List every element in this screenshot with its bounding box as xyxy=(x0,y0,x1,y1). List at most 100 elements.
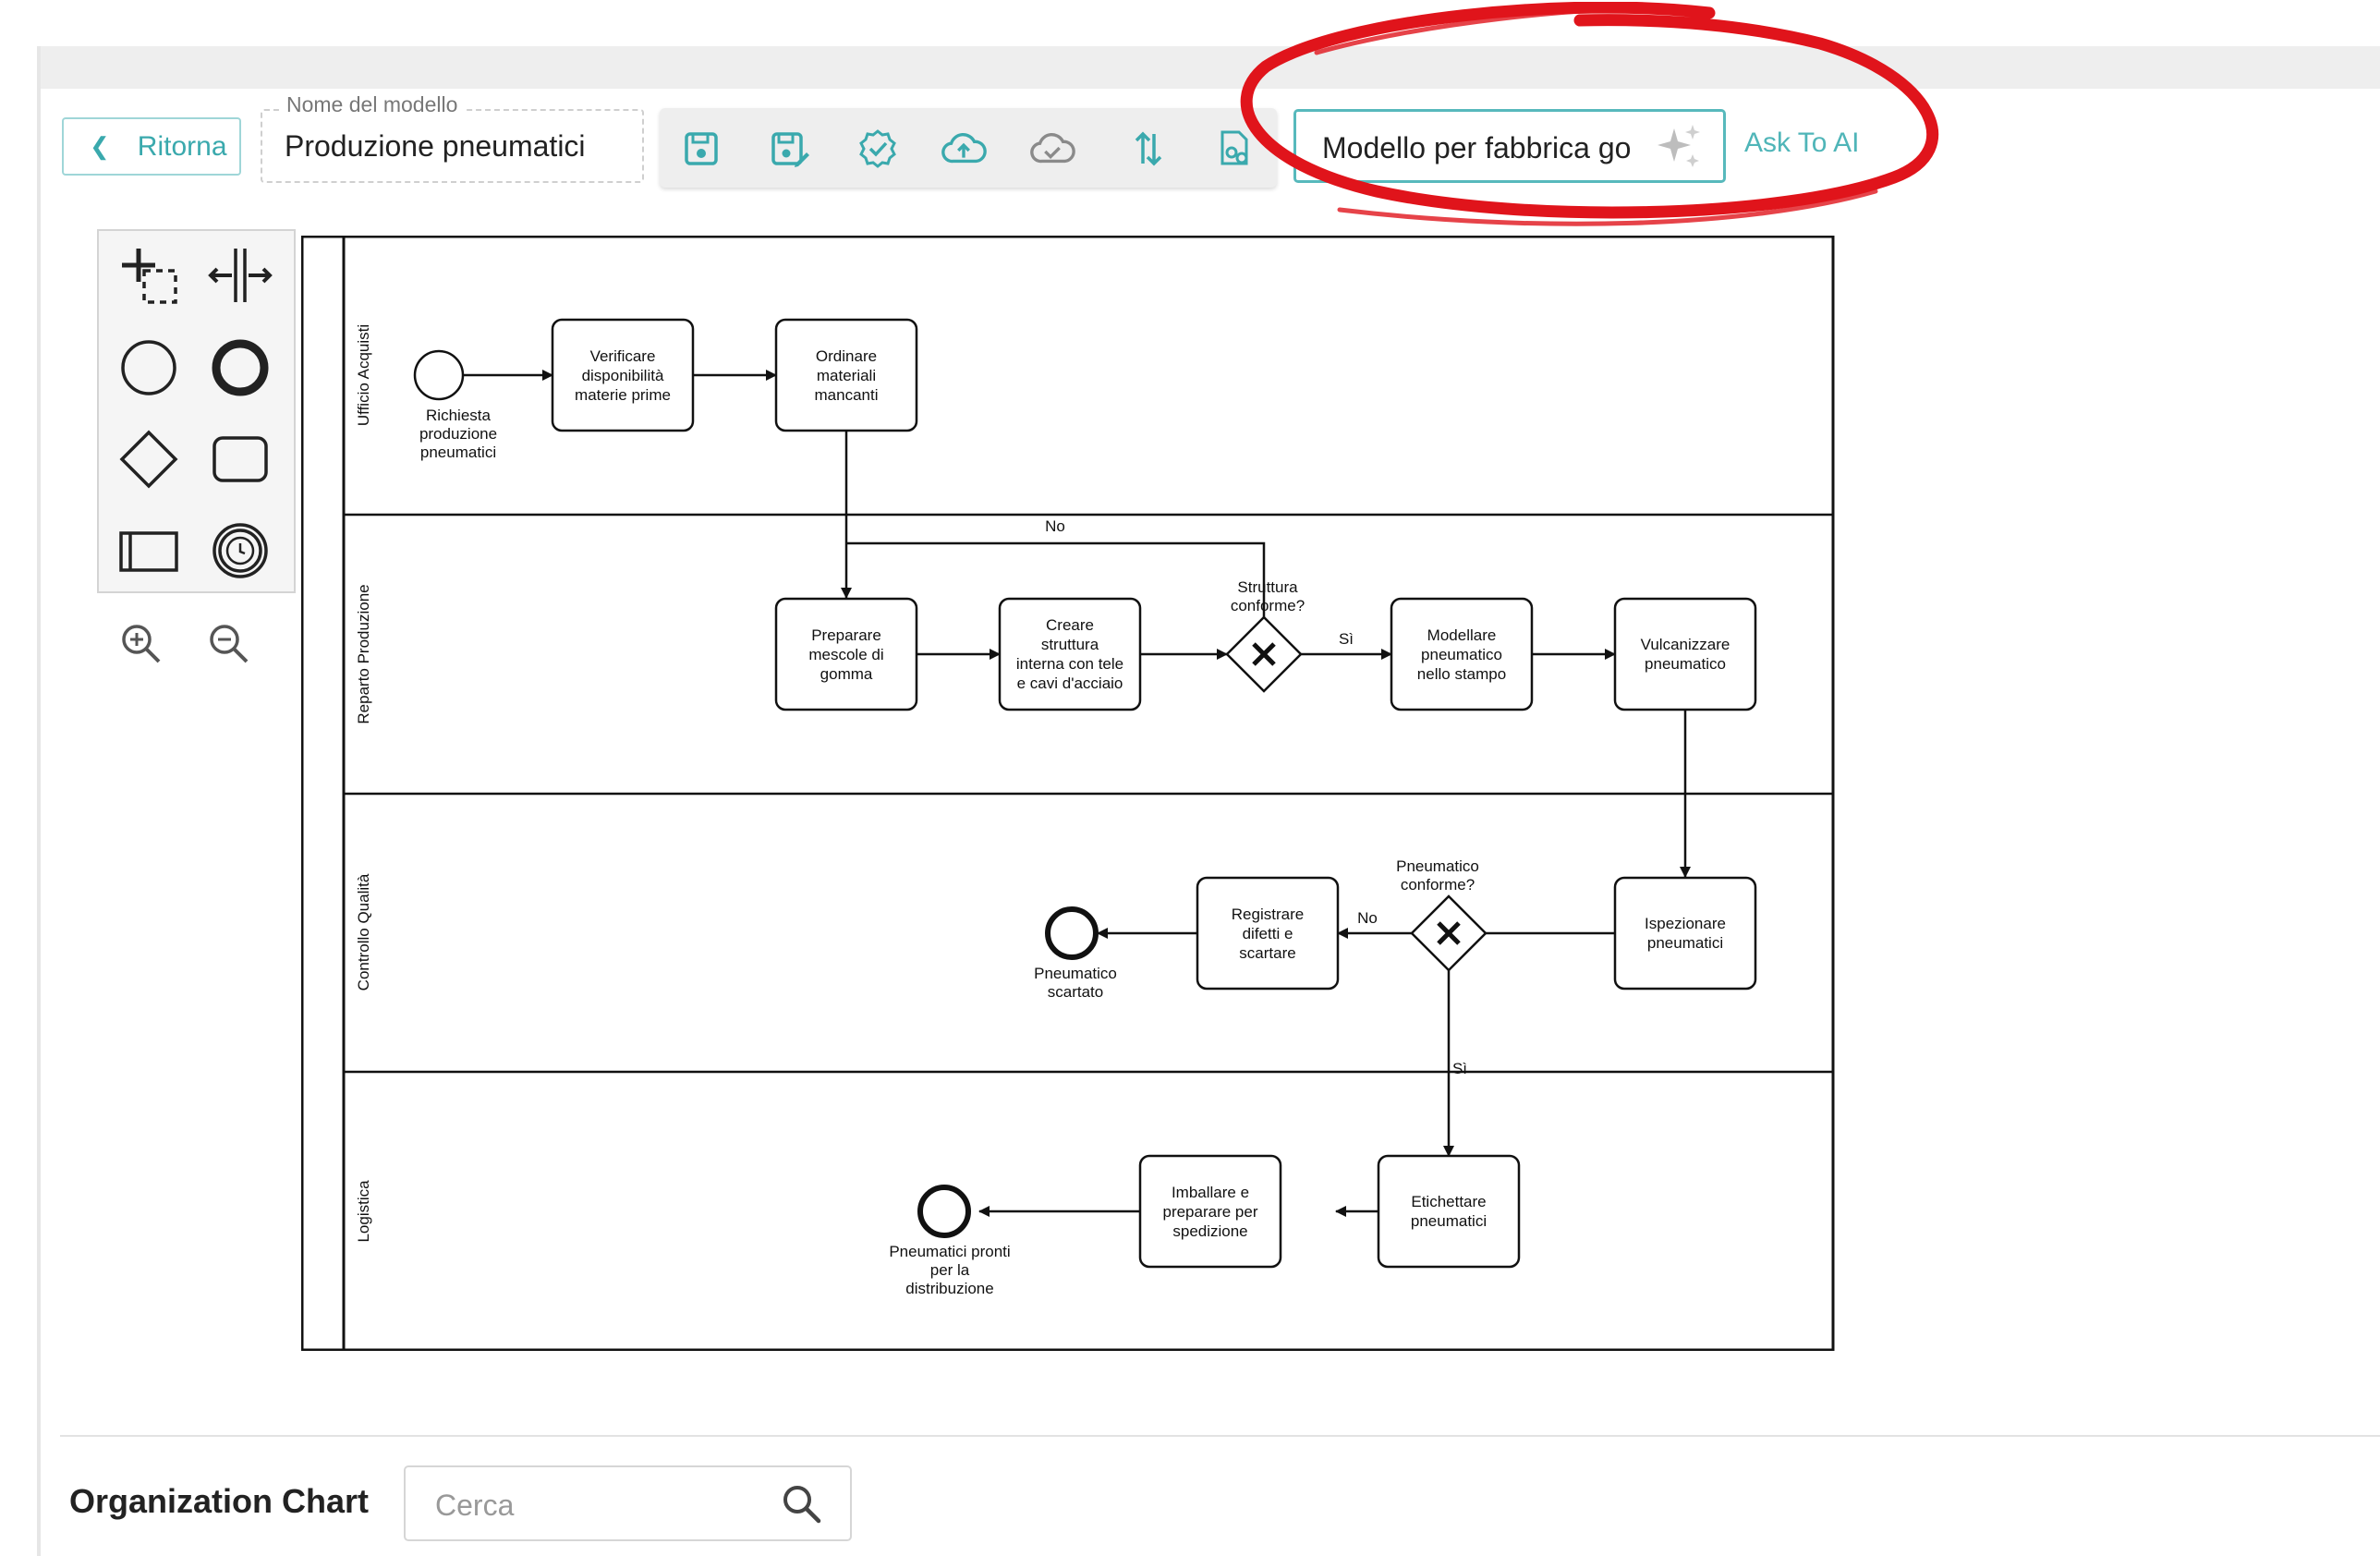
top-bar xyxy=(37,46,2380,89)
end-event-label: distribuzione xyxy=(905,1280,993,1297)
end-event-distribuzione[interactable] xyxy=(917,1185,971,1238)
task-label: Imballare e xyxy=(1172,1184,1249,1201)
search-input[interactable] xyxy=(433,1484,770,1526)
gateway-pneumatico[interactable] xyxy=(1410,894,1488,972)
task-label: Verificare xyxy=(590,347,656,365)
org-chart-search[interactable] xyxy=(404,1465,852,1541)
export-icon[interactable] xyxy=(1212,127,1258,171)
task-label: preparare per xyxy=(1162,1203,1257,1221)
task-label: Registrare xyxy=(1232,906,1304,923)
task-label: mescole di xyxy=(808,646,883,663)
zoom-in-icon[interactable] xyxy=(118,621,164,667)
end-event-label: per la xyxy=(930,1261,970,1279)
save-icon[interactable] xyxy=(678,127,724,171)
task-label: pneumatici xyxy=(1647,934,1723,952)
task-label: Preparare xyxy=(811,626,881,644)
sort-arrows-icon[interactable] xyxy=(1125,127,1172,171)
task-ispezionare[interactable] xyxy=(1613,876,1757,991)
task-label: Modellare xyxy=(1427,626,1497,644)
start-event-label: pneumatici xyxy=(420,444,496,461)
model-name-value[interactable]: Produzione pneumatici xyxy=(285,129,586,163)
task-label: pneumatici xyxy=(1411,1212,1487,1230)
task-vulcanizzare[interactable] xyxy=(1613,597,1757,711)
flow-label-yes: Sì xyxy=(1452,1060,1467,1077)
gateway-struttura[interactable] xyxy=(1225,615,1303,693)
cloud-upload-icon[interactable] xyxy=(941,127,987,171)
back-button[interactable]: ❮ Ritorna xyxy=(62,117,241,176)
back-button-label: Ritorna xyxy=(137,130,227,162)
task-label: e cavi d'acciaio xyxy=(1017,675,1123,692)
gateway-label: conforme? xyxy=(1401,876,1475,893)
task-preparare[interactable] xyxy=(774,597,918,711)
task-label: pneumatico xyxy=(1421,646,1502,663)
lane-label-reparto-produzione: Reparto Produzione xyxy=(355,584,372,723)
gateway-label: conforme? xyxy=(1231,597,1305,614)
left-border xyxy=(37,46,41,1556)
flow-label-no: No xyxy=(1357,909,1378,927)
task-imballare[interactable] xyxy=(1138,1154,1282,1269)
space-tool-icon[interactable] xyxy=(203,238,277,312)
task-label: Ispezionare xyxy=(1645,915,1726,932)
gateway-label: Pneumatico xyxy=(1396,857,1479,875)
end-event-label: Pneumatico xyxy=(1034,965,1117,982)
pool-icon[interactable] xyxy=(112,514,186,588)
end-event-label: Pneumatici pronti xyxy=(889,1243,1010,1260)
ai-prompt-input[interactable] xyxy=(1320,127,1657,169)
bpmn-diagram: Ufficio Acquisti Reparto Produzione Cont… xyxy=(301,236,1835,1351)
diagram-toolbar xyxy=(660,108,1277,188)
task-label: Etichettare xyxy=(1411,1193,1486,1210)
tool-palette xyxy=(97,229,296,593)
intermediate-event-icon[interactable] xyxy=(203,514,277,588)
org-chart-title: Organization Chart xyxy=(69,1482,370,1520)
task-verificare[interactable] xyxy=(551,318,695,432)
start-event-label: Richiesta xyxy=(426,407,491,424)
task-label: spedizione xyxy=(1172,1222,1247,1240)
zoom-out-icon[interactable] xyxy=(206,621,252,667)
task-ordinare[interactable] xyxy=(774,318,918,432)
start-event[interactable] xyxy=(413,349,465,401)
validate-badge-icon[interactable] xyxy=(855,127,901,171)
task-label: mancanti xyxy=(815,386,879,404)
end-event-icon[interactable] xyxy=(203,331,277,405)
chevron-left-icon: ❮ xyxy=(90,132,110,160)
lasso-tool-icon[interactable] xyxy=(112,238,186,312)
start-event-icon[interactable] xyxy=(112,331,186,405)
lane-label-logistica: Logistica xyxy=(355,1180,372,1243)
sparkle-icon xyxy=(1658,125,1700,167)
task-etichettare[interactable] xyxy=(1377,1154,1521,1269)
gateway-icon[interactable] xyxy=(112,422,186,496)
task-registrare[interactable] xyxy=(1196,876,1340,991)
ai-prompt-field[interactable] xyxy=(1293,109,1726,183)
task-label: gomma xyxy=(820,665,873,683)
flow-label-no: No xyxy=(1045,517,1065,535)
task-label: disponibilità xyxy=(582,367,664,384)
task-label: nello stampo xyxy=(1417,665,1506,683)
end-event-label: scartato xyxy=(1048,983,1103,1001)
save-as-icon[interactable] xyxy=(767,127,813,171)
ask-ai-button[interactable]: Ask To AI xyxy=(1744,128,1860,158)
lane-label-controllo-qualita: Controllo Qualità xyxy=(355,873,372,991)
task-label: materie prime xyxy=(575,386,671,404)
task-label: pneumatico xyxy=(1645,655,1726,673)
task-icon[interactable] xyxy=(203,422,277,496)
task-creare[interactable] xyxy=(998,597,1142,711)
model-name-legend: Nome del modello xyxy=(279,92,466,117)
gateway-label: Struttura xyxy=(1237,578,1298,596)
task-label: interna con tele xyxy=(1016,655,1123,673)
lane-label-ufficio-acquisti: Ufficio Acquisti xyxy=(355,324,372,426)
task-label: scartare xyxy=(1239,944,1295,962)
end-event-scartato[interactable] xyxy=(1045,906,1099,960)
cloud-check-icon[interactable] xyxy=(1029,127,1075,171)
task-modellare[interactable] xyxy=(1390,597,1534,711)
task-label: materiali xyxy=(817,367,876,384)
task-label: Creare xyxy=(1046,616,1094,634)
search-icon[interactable] xyxy=(780,1482,824,1526)
task-label: difetti e xyxy=(1243,925,1293,942)
sequence-flow-no[interactable] xyxy=(846,541,1266,617)
task-label: struttura xyxy=(1041,636,1099,653)
flow-label-yes: Sì xyxy=(1339,630,1354,648)
section-divider xyxy=(60,1435,2380,1437)
task-label: Ordinare xyxy=(816,347,877,365)
start-event-label: produzione xyxy=(419,425,497,443)
task-label: Vulcanizzare xyxy=(1641,636,1730,653)
